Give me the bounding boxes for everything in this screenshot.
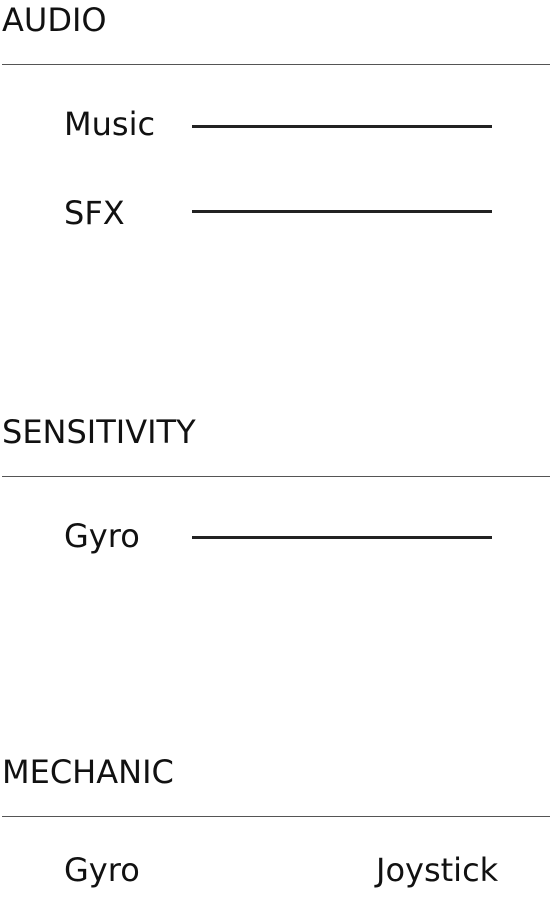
mechanic-section-title: MECHANIC: [2, 753, 174, 791]
gyro-sensitivity-label: Gyro: [64, 517, 140, 555]
audio-section-title: AUDIO: [2, 1, 107, 39]
mechanic-option-joystick[interactable]: Joystick: [376, 851, 499, 889]
gyro-sensitivity-slider[interactable]: [192, 528, 492, 548]
sensitivity-section-title: SENSITIVITY: [2, 413, 196, 451]
sfx-volume-slider[interactable]: [192, 202, 492, 222]
mechanic-divider: [2, 816, 550, 817]
music-label: Music: [64, 105, 156, 143]
sfx-label: SFX: [64, 194, 125, 232]
gyro-slider-track[interactable]: [192, 536, 492, 539]
mechanic-option-gyro[interactable]: Gyro: [64, 851, 140, 889]
audio-divider: [2, 64, 550, 65]
sfx-slider-track[interactable]: [192, 210, 492, 213]
sensitivity-divider: [2, 476, 550, 477]
music-volume-slider[interactable]: [192, 117, 492, 137]
music-slider-track[interactable]: [192, 125, 492, 128]
